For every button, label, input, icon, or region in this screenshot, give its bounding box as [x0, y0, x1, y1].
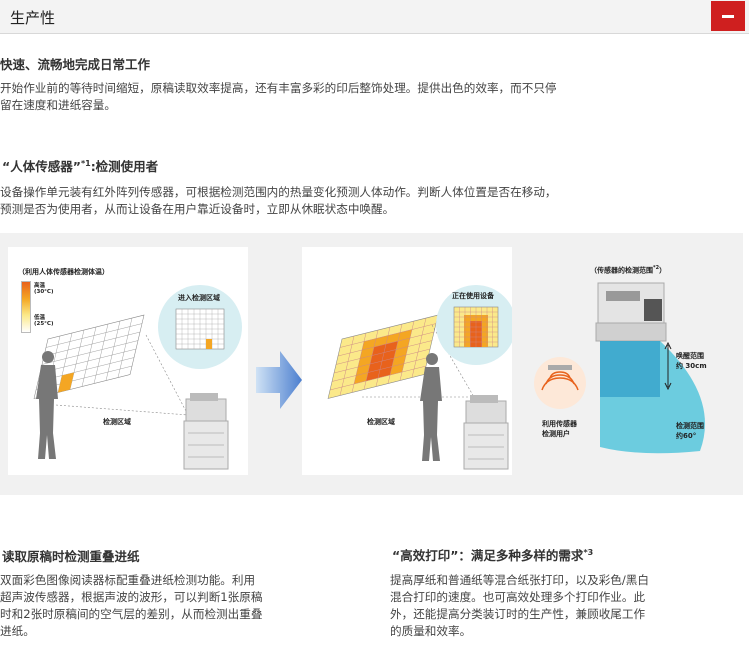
- heading-double-feed: 读取原稿时检测重叠进纸: [2, 549, 140, 564]
- bubble-grid-in-use: [453, 306, 499, 348]
- person-silhouette-near: [420, 353, 442, 461]
- area-label-middle: 检测区域: [367, 418, 395, 426]
- paragraph-efficient-print: 提高厚纸和普通纸等混合纸张打印，以及彩色/黑白 混合打印的速度。也可高效处理多个…: [390, 573, 649, 638]
- range-graphic: [534, 282, 705, 454]
- section-title: 生产性: [10, 9, 56, 27]
- paragraph-fast-work: 开始作业前的等待时间缩短，原稿读取效率提高，还有丰富多彩的印后整饰处理。提供出色…: [0, 81, 557, 112]
- arrow-right-icon: [256, 351, 302, 409]
- section-header[interactable]: 生产性: [0, 0, 749, 34]
- heading-human-sensor: “人体传感器”*1:检测使用者: [2, 158, 159, 174]
- sensor-bubble: [534, 357, 586, 409]
- left-scene-graphic: [33, 285, 242, 470]
- sensor-icon: [541, 365, 579, 391]
- sensor-illustration: （利用人体传感器检测体温） 高温 (30°C) 低温 (25°C): [0, 233, 743, 495]
- middle-scene-graphic: [327, 285, 512, 470]
- minus-icon: [722, 14, 734, 18]
- paragraph-double-feed: 双面彩色图像阅读器标配重叠进纸检测功能。利用 超声波传感器，根据声波的波形，可以…: [0, 573, 263, 638]
- bubble-label-in-use: 正在使用设备: [452, 292, 494, 300]
- heading-fast-work: 快速、流畅地完成日常工作: [0, 57, 151, 72]
- panel-detect-entry: （利用人体传感器检测体温） 高温 (30°C) 低温 (25°C): [8, 247, 248, 475]
- person-silhouette: [36, 351, 58, 459]
- bubble-grid-entry: [175, 308, 225, 350]
- collapse-button[interactable]: [711, 1, 745, 31]
- panel-in-use: 正在使用设备 检测区域: [302, 247, 512, 475]
- left-panel-title: （利用人体传感器检测体温）: [18, 268, 109, 276]
- paragraph-human-sensor: 设备操作单元装有红外阵列传感器，可根据检测范围内的热量变化预测人体动作。判断人体…: [0, 185, 557, 216]
- heading-efficient-print: “高效打印”：满足多种多样的需求*3: [392, 547, 594, 563]
- printer-illustration: [183, 393, 229, 470]
- printer-top-illustration: [595, 282, 667, 342]
- right-panel-title: （传感器的检测范围*2）: [590, 265, 667, 275]
- temperature-legend-bar: [21, 281, 31, 333]
- middle-heat-grid: [327, 314, 439, 399]
- panel-detection-range: （传感器的检测范围*2） 利用传感器 检测用户 唤醒范围 约 30c: [520, 247, 738, 475]
- printer-illustration-middle: [463, 395, 509, 470]
- detection-range-area: [600, 341, 705, 454]
- area-label-left: 检测区域: [103, 418, 131, 426]
- bubble-label-entry: 进入检测区域: [178, 294, 220, 302]
